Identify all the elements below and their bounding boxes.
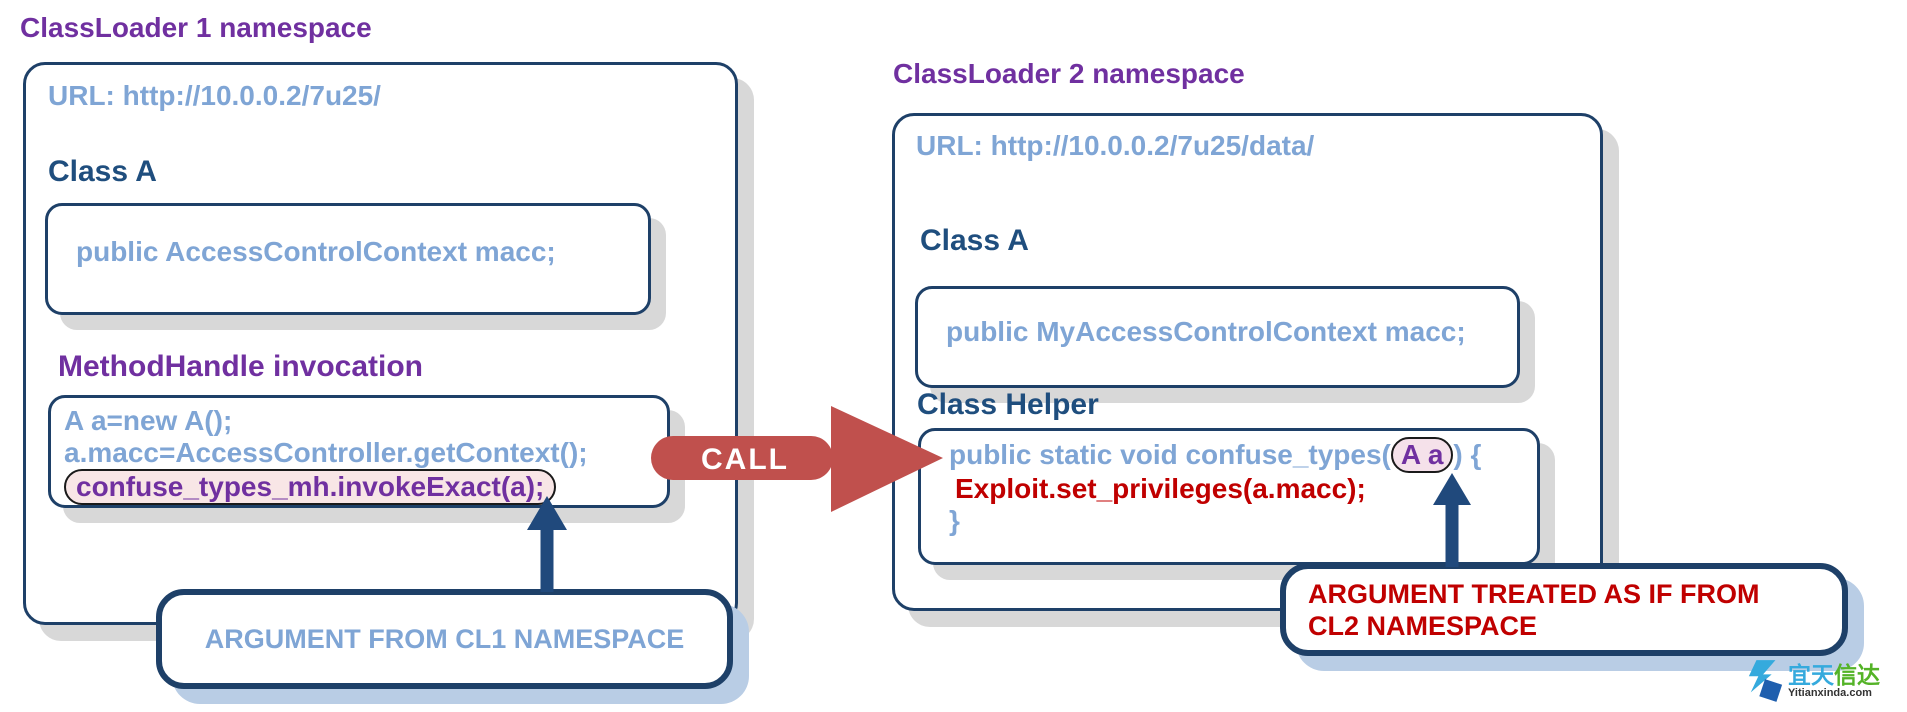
cl2-code-line2: Exploit.set_privileges(a.macc); (955, 473, 1366, 504)
cl1-methodhandle-label: MethodHandle invocation (58, 350, 424, 383)
cl1-invocation-code-box: A a=new A(); a.macc=AccessController.get… (48, 395, 670, 508)
watermark: 宜天信达 Yitianxinda.com (1746, 658, 1880, 704)
cl1-invoke-highlight-capsule: confuse_types_mh.invokeExact(a); (64, 469, 557, 505)
cl2-code-line1-arg: A a (1400, 439, 1444, 470)
cl2-arg-highlight-capsule: A a (1390, 437, 1454, 473)
cl2-code-line1-pre: public static void confuse_types( (949, 439, 1391, 470)
cl2-class-a-code: public MyAccessControlContext macc; (946, 316, 1466, 347)
watermark-en-text: Yitianxinda.com (1788, 687, 1872, 699)
cl2-class-a-code-box: public MyAccessControlContext macc; (915, 286, 1520, 388)
cl2-code-line1-post: ) { (1453, 439, 1482, 470)
cl2-class-a-label: Class A (920, 224, 1029, 257)
cl1-class-a-code: public AccessControlContext macc; (76, 236, 556, 267)
cl1-annotation-text: ARGUMENT FROM CL1 NAMESPACE (204, 623, 685, 654)
watermark-cn-part2: 信达 (1834, 662, 1880, 688)
cl1-url-text: URL: http://10.0.0.2/7u25/ (48, 80, 381, 111)
cl1-argument-arrow (527, 496, 567, 592)
cl2-annotation-text-line1: ARGUMENT TREATED AS IF FROM (1308, 578, 1760, 609)
cl1-code-line2: a.macc=AccessController.getContext(); (64, 437, 588, 468)
cl2-annotation-text-line2: CL2 NAMESPACE (1308, 610, 1538, 641)
cl2-class-helper-label: Class Helper (917, 388, 1099, 421)
cl2-helper-code-box: public static void confuse_types(A a) { … (918, 428, 1540, 565)
cl2-code-line3: } (949, 505, 960, 536)
watermark-logo-icon (1748, 660, 1783, 702)
cl2-url-text: URL: http://10.0.0.2/7u25/data/ (916, 130, 1315, 161)
cl1-namespace-title: ClassLoader 1 namespace (20, 12, 372, 43)
cl2-annotation-callout: ARGUMENT TREATED AS IF FROM CL2 NAMESPAC… (1280, 563, 1848, 656)
cl1-code-line3: confuse_types_mh.invokeExact(a); (76, 471, 545, 502)
cl1-class-a-code-box: public AccessControlContext macc; (45, 203, 651, 315)
cl1-class-a-label: Class A (48, 155, 157, 188)
cl1-annotation-callout: ARGUMENT FROM CL1 NAMESPACE (156, 589, 733, 689)
cl1-code-line1: A a=new A(); (64, 405, 233, 436)
watermark-cn-part1: 宜天 (1788, 662, 1834, 688)
watermark-cn-text: 宜天信达 (1788, 663, 1880, 687)
call-arrow-label: CALL (701, 443, 789, 476)
cl1-namespace-box (23, 62, 738, 625)
cl2-namespace-title: ClassLoader 2 namespace (893, 58, 1245, 89)
cl2-argument-arrow (1433, 473, 1471, 567)
call-arrow: CALL (651, 406, 943, 512)
